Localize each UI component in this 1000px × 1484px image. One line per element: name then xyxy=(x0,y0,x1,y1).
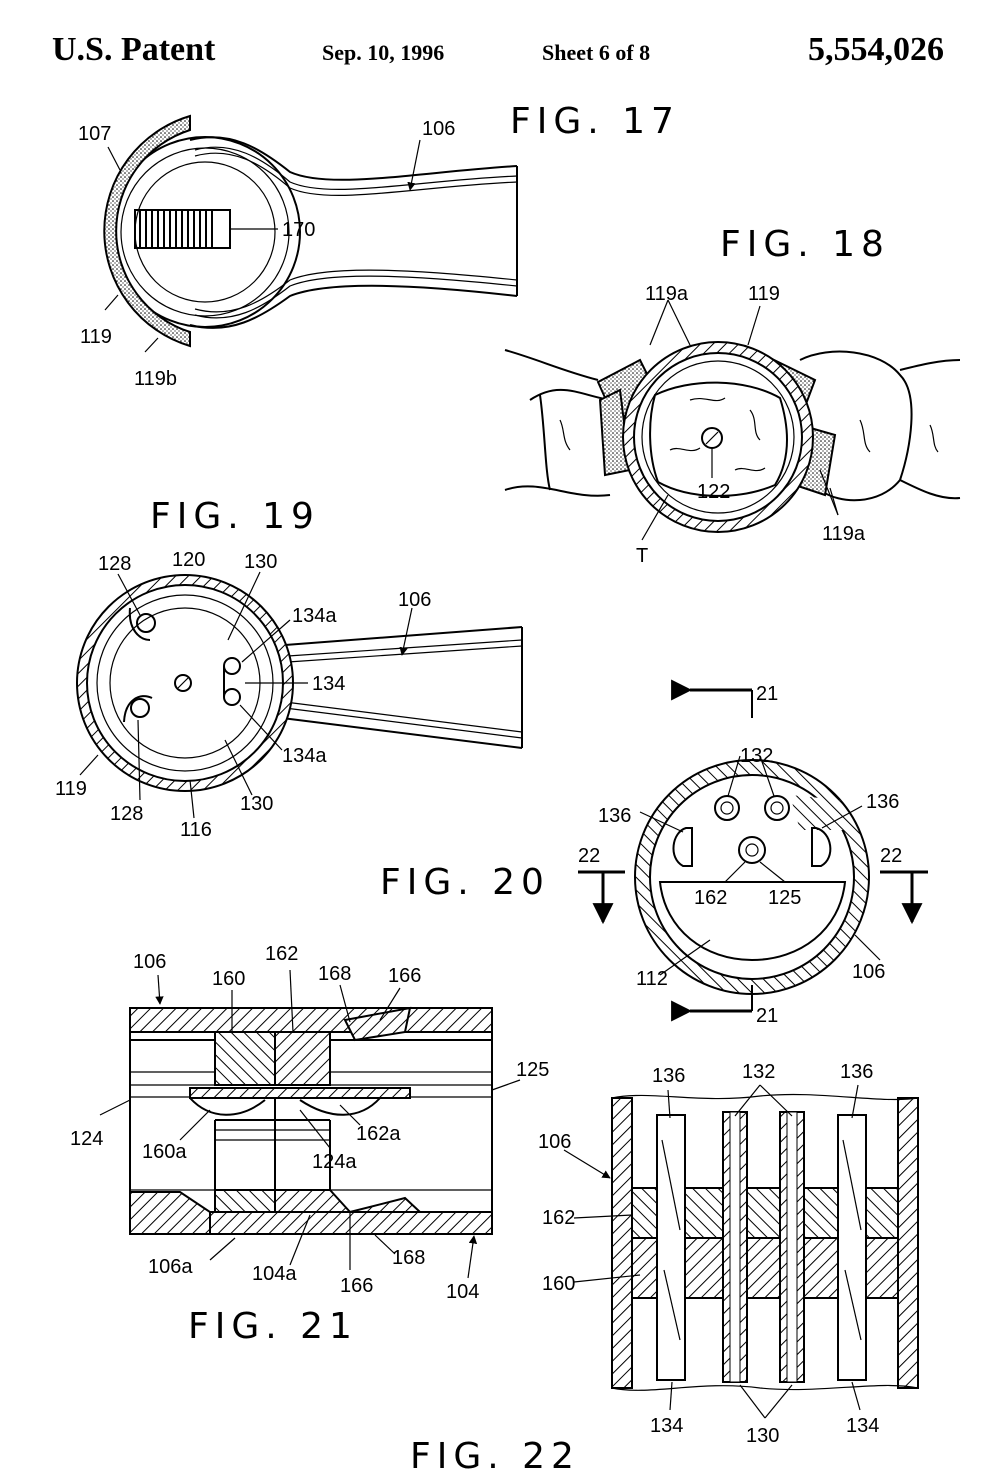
ref-106-fig22: 106 xyxy=(538,1131,571,1153)
ref-132-fig22: 132 xyxy=(742,1061,775,1083)
ref-130-top: 130 xyxy=(244,551,277,573)
ref-130-bottom: 130 xyxy=(240,793,273,815)
ref-134-fig22-right: 134 xyxy=(846,1415,879,1437)
ref-106-fig19: 106 xyxy=(398,589,431,611)
ref-134a-top: 134a xyxy=(292,605,337,627)
ref-136-left: 136 xyxy=(598,805,631,827)
ref-124a: 124a xyxy=(312,1151,357,1173)
ref-106-fig20: 106 xyxy=(852,961,885,983)
ref-130-fig22: 130 xyxy=(746,1425,779,1447)
ref-124: 124 xyxy=(70,1128,103,1150)
ref-T: T xyxy=(636,545,648,567)
ref-128-top: 128 xyxy=(98,553,131,575)
figure-22: FIG. 22 136 132 136 106 xyxy=(410,1061,919,1477)
ref-122: 122 xyxy=(697,481,730,503)
ref-128-bottom: 128 xyxy=(110,803,143,825)
fig17-title: FIG. 17 xyxy=(510,101,680,142)
ref-168-top: 168 xyxy=(318,963,351,985)
ref-170: 170 xyxy=(282,219,315,241)
ref-134-fig22-left: 134 xyxy=(650,1415,683,1437)
ref-136-fig22-right: 136 xyxy=(840,1061,873,1083)
ref-119-fig19: 119 xyxy=(55,778,87,800)
section-21-bottom: 21 xyxy=(756,1005,778,1027)
ref-106: 106 xyxy=(422,118,455,140)
ref-125-fig21: 125 xyxy=(516,1059,549,1081)
ref-106-fig21: 106 xyxy=(133,951,166,973)
sheet-number: Sheet 6 of 8 xyxy=(542,40,650,65)
figure-18: FIG. 18 119a 119 xyxy=(504,224,961,567)
ref-120: 120 xyxy=(172,549,205,571)
ref-106a: 106a xyxy=(148,1256,193,1278)
fig22-title: FIG. 22 xyxy=(410,1436,580,1477)
ref-160-fig22: 160 xyxy=(542,1273,575,1295)
fig19-title: FIG. 19 xyxy=(150,496,320,537)
ref-168-bottom: 168 xyxy=(392,1247,425,1269)
section-21-top: 21 xyxy=(756,683,778,705)
ref-162: 162 xyxy=(265,943,298,965)
ref-166-top: 166 xyxy=(388,965,421,987)
ref-116: 116 xyxy=(180,819,212,841)
ref-125-fig20: 125 xyxy=(768,887,801,909)
ref-104a: 104a xyxy=(252,1263,297,1285)
ref-107: 107 xyxy=(78,123,111,145)
patent-date: Sep. 10, 1996 xyxy=(322,40,444,65)
section-22-right: 22 xyxy=(880,845,902,867)
figure-19: FIG. 19 128 120 130 xyxy=(55,496,523,841)
fig21-title: FIG. 21 xyxy=(188,1306,358,1347)
ref-134a-bottom: 134a xyxy=(282,745,327,767)
patent-label: U.S. Patent xyxy=(52,31,216,68)
ref-134: 134 xyxy=(312,673,345,695)
figure-20: FIG. 20 21 132 136 136 22 xyxy=(380,679,928,1027)
ref-119b: 119b xyxy=(134,368,177,390)
ref-119a-bottom: 119a xyxy=(822,523,866,545)
patent-number: 5,554,026 xyxy=(808,31,944,68)
ref-160a: 160a xyxy=(142,1141,187,1163)
ref-162a: 162a xyxy=(356,1123,401,1145)
ref-162-fig20: 162 xyxy=(694,887,727,909)
ref-132: 132 xyxy=(740,745,773,767)
figure-21: FIG. 21 xyxy=(70,943,549,1347)
ref-136-fig22-left: 136 xyxy=(652,1065,685,1087)
ref-104: 104 xyxy=(446,1281,479,1303)
ref-119a-top: 119a xyxy=(645,283,689,305)
ref-119: 119 xyxy=(80,326,112,348)
ref-112: 112 xyxy=(636,968,668,990)
ref-162-fig22: 162 xyxy=(542,1207,575,1229)
ref-136-right: 136 xyxy=(866,791,899,813)
fig20-title: FIG. 20 xyxy=(380,862,550,903)
figure-17: FIG. 17 107 106 170 11 xyxy=(78,101,680,390)
ref-166-bottom: 166 xyxy=(340,1275,373,1297)
ref-160: 160 xyxy=(212,968,245,990)
section-22-left: 22 xyxy=(578,845,600,867)
fig18-title: FIG. 18 xyxy=(720,224,890,265)
ref-119-fig18: 119 xyxy=(748,283,780,305)
